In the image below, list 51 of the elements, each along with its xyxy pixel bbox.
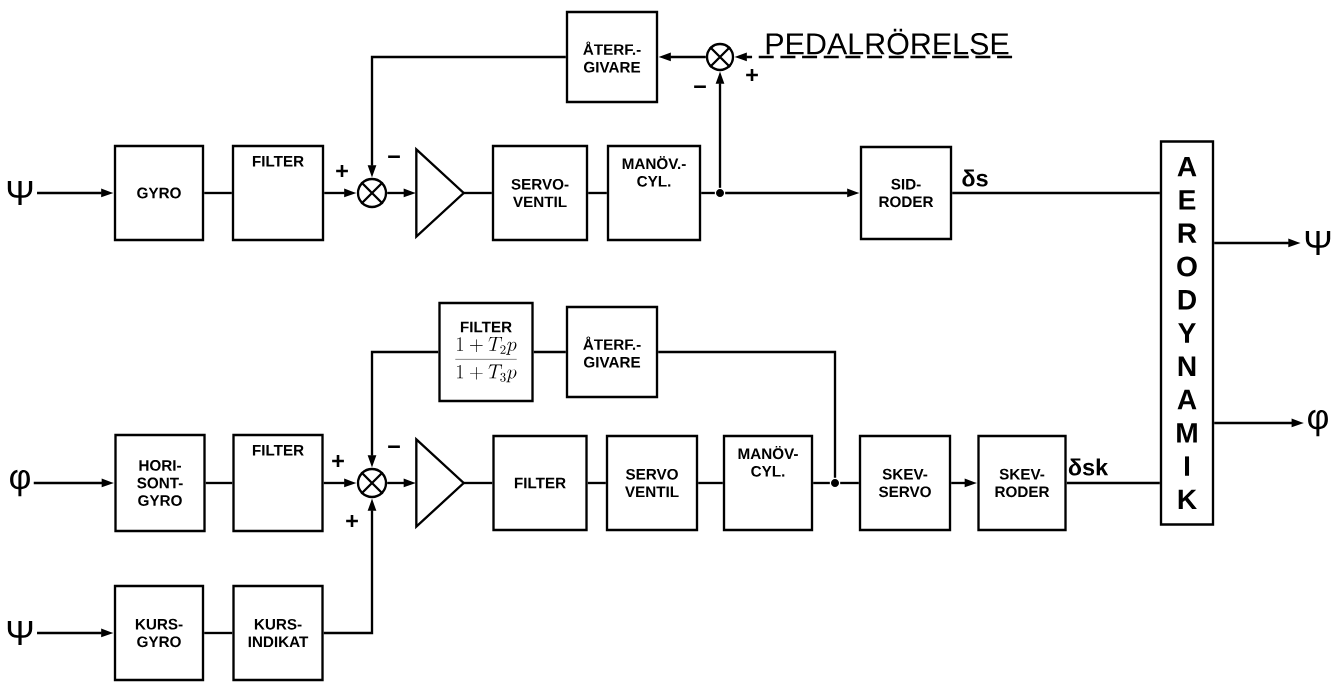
edge-label: + (336, 165, 348, 178)
summing-junction (356, 177, 388, 209)
block-box: SKEV- SERVO (858, 434, 952, 532)
block-box: ÅTERF.- GIVARE (565, 305, 659, 399)
edge-label: − (388, 155, 400, 159)
connector-line (698, 481, 723, 485)
block-box: FILTER (492, 434, 588, 532)
summing-junction (356, 467, 388, 499)
block-box: HORI- SONT- GYRO (114, 433, 206, 533)
block-box: SERVO VENTIL (605, 434, 699, 532)
block-box: GYRO (113, 144, 205, 242)
block-box: SKEV- RODER (977, 434, 1067, 532)
edge-label: − (694, 85, 706, 89)
block-box: MANÖV.- CYL. (606, 144, 702, 242)
edge-label: − (388, 445, 400, 449)
signal-symbol: Ψ (7, 180, 33, 206)
connector-line (533, 350, 566, 354)
summing-junction (705, 42, 735, 72)
edge-label: + (332, 455, 344, 468)
signal-symbol: φ (10, 469, 30, 497)
block-box: ÅTERF.- GIVARE (565, 10, 659, 104)
connector-line (658, 350, 837, 478)
connector-line (813, 481, 830, 485)
connector-line (463, 191, 492, 195)
connector-line (204, 631, 233, 635)
signal-label: PEDALRÖRELSE (766, 28, 1009, 55)
block-box: FILTER (231, 144, 325, 242)
connector-line (701, 191, 715, 195)
connector-line (1066, 481, 1160, 485)
block-box: FILTER (232, 433, 324, 533)
block-box: KURS- INDIKAT (232, 584, 324, 682)
edge-label: + (346, 515, 358, 528)
block-box: KURS- GYRO (113, 584, 205, 682)
connector-line (952, 191, 1160, 195)
signal-symbol: Ψ (7, 620, 33, 646)
block-box: MANÖV- CYL. (722, 434, 814, 532)
signal-symbol: Ψ (1305, 230, 1331, 256)
connector-line (587, 481, 606, 485)
edge-label: δsk (1068, 458, 1109, 476)
block-box: SERVO- VENTIL (491, 144, 589, 242)
connector-line (588, 191, 607, 195)
edge-label: + (746, 69, 758, 82)
connector-line (205, 481, 233, 485)
connector-line (204, 191, 232, 195)
edge-label: δs (962, 169, 988, 187)
block-box: FILTER $\frac{1+T_2 p}{1+T_3 p}$ (438, 301, 534, 403)
connector-line (840, 481, 859, 485)
block-box: SID- RODER (859, 145, 953, 241)
connector-line (463, 481, 493, 485)
block-box: AERODYNAMIK (1159, 140, 1215, 526)
signal-symbol: φ (1308, 409, 1328, 437)
